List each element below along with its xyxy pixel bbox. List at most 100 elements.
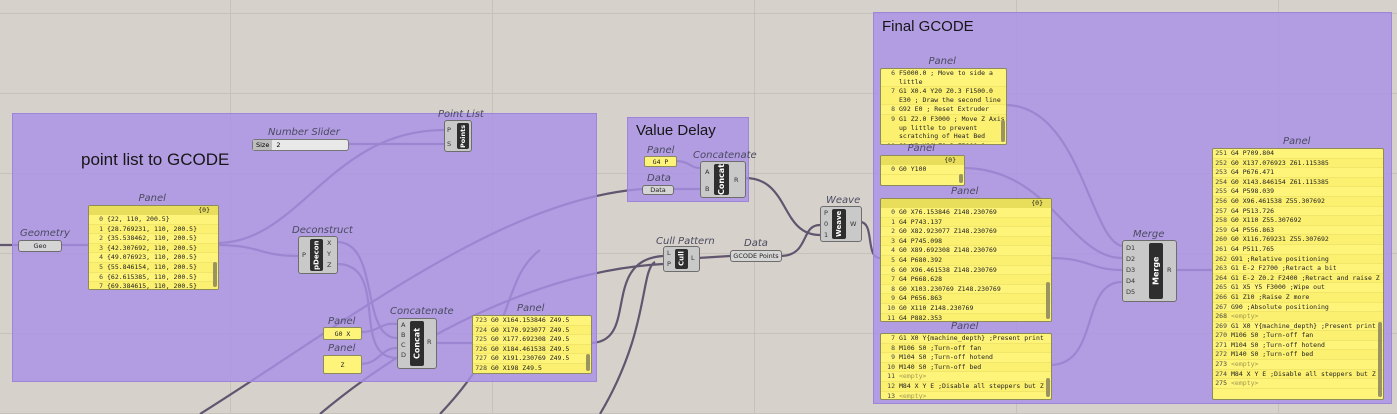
row-text: {28.769231, 110, 200.5}	[107, 224, 198, 233]
port-l-out[interactable]: L	[691, 254, 695, 262]
panel-row: 7{69.384615, 110, 200.5}	[89, 282, 218, 289]
number-slider[interactable]: Size 2	[252, 139, 349, 151]
row-index: 7	[891, 334, 895, 342]
row-text: G1 X0.4 Y20 Z0.3 F1500.0 E30 ; Draw the …	[899, 87, 1001, 104]
merge-component[interactable]: D1 D2 D3 D4 D5 Merge R	[1122, 240, 1177, 302]
panel-label: Panel	[328, 316, 356, 327]
panel-points[interactable]: {0}0{22, 110, 200.5}1{28.769231, 110, 20…	[88, 205, 219, 290]
concatenate-component[interactable]: A B Concat R	[700, 161, 746, 198]
port-x[interactable]: X	[327, 239, 332, 247]
port-d4[interactable]: D4	[1126, 277, 1136, 285]
panel-row: 9 G1 Z2.0 F3000 ; Move Z Axis up little t…	[881, 114, 1006, 142]
row-text: G1 Z2.0 F3000 ; Move Z Axis up little to…	[899, 114, 1005, 141]
row-text: G1 E-2 F2700 ;Retract a bit	[1231, 264, 1337, 273]
port-b[interactable]: B	[705, 185, 710, 193]
port-p[interactable]: P	[447, 126, 451, 134]
port-p[interactable]: P	[667, 260, 671, 268]
port-d1[interactable]: D1	[1126, 244, 1136, 252]
slider-name: Size	[253, 140, 273, 150]
geometry-text: Geo	[33, 242, 47, 250]
port-w[interactable]: W	[850, 220, 857, 228]
port-d3[interactable]: D3	[1126, 266, 1136, 274]
cull-pattern-component[interactable]: L P Cull L	[663, 246, 700, 272]
port-d2[interactable]: D2	[1126, 255, 1136, 263]
deconstruct-component[interactable]: P pDecon X Y Z	[298, 236, 338, 274]
row-index: 6	[99, 272, 103, 281]
row-index: 6	[891, 69, 895, 77]
point-list-component[interactable]: P S Points	[444, 120, 472, 152]
row-index: 2	[99, 234, 103, 243]
port-a[interactable]: A	[401, 321, 406, 329]
row-text: G4 P598.039	[1231, 187, 1275, 196]
geometry-param[interactable]: Geo	[18, 240, 62, 252]
port-1[interactable]: 1	[824, 231, 829, 239]
row-text: M84 X Y E ;Disable all steppers but Z	[899, 381, 1044, 390]
row-text: G0 X82.923077 Z148.230769	[899, 227, 997, 236]
data-label: Data	[744, 238, 768, 249]
row-index: 261	[1215, 244, 1227, 253]
row-text: G0 X89.692308 Z148.230769	[899, 246, 997, 255]
panel-scrollbar[interactable]	[586, 353, 590, 371]
panel-scrollbar[interactable]	[1001, 119, 1005, 142]
row-index: 12	[887, 381, 895, 390]
panel-g0x[interactable]: G0 X	[323, 327, 362, 340]
panel-g4p[interactable]: G4 P	[644, 156, 677, 167]
port-p[interactable]: P	[302, 251, 306, 259]
port-r[interactable]: R	[427, 338, 432, 346]
panel-z[interactable]: Z	[323, 355, 362, 374]
panel-scrollbar[interactable]	[213, 262, 217, 287]
row-text: G4 P511.765	[1231, 244, 1275, 253]
row-index: 9	[891, 353, 895, 362]
port-r[interactable]: R	[734, 176, 739, 184]
gcode-points-param[interactable]: GCODE Points	[730, 250, 782, 262]
row-index: 1	[99, 224, 103, 233]
port-z[interactable]: Z	[327, 261, 332, 269]
port-b[interactable]: B	[401, 331, 406, 339]
panel-row: 273<empty>	[1213, 360, 1383, 370]
slider-value[interactable]: 2	[276, 141, 281, 149]
port-d[interactable]: D	[401, 351, 407, 359]
port-l[interactable]: L	[667, 249, 671, 257]
row-text: {42.307692, 110, 200.5}	[107, 243, 198, 252]
panel-scrollbar[interactable]	[1046, 377, 1050, 397]
panel-scrollbar[interactable]	[1046, 282, 1050, 319]
port-p[interactable]: P	[824, 209, 828, 217]
port-0[interactable]: 0	[824, 220, 829, 228]
port-a[interactable]: A	[705, 168, 710, 176]
port-s[interactable]: S	[447, 140, 452, 148]
port-c[interactable]: C	[401, 341, 406, 349]
row-index: 9	[891, 114, 895, 123]
row-text: G4 P745.098	[899, 236, 943, 245]
port-y[interactable]: Y	[327, 250, 331, 258]
port-r[interactable]: R	[1167, 266, 1172, 274]
panel-scrollbar[interactable]	[959, 174, 963, 183]
concatenate-component[interactable]: A B C D Concat R	[397, 318, 437, 369]
row-text: G92 E0 ; Reset Extruder	[899, 105, 990, 114]
data-param[interactable]: Data	[642, 185, 674, 195]
weave-component[interactable]: P 0 1 Weave W	[820, 206, 862, 242]
panel-scrollbar[interactable]	[1378, 322, 1382, 397]
panel-text: G4 P	[652, 157, 669, 166]
port-d5[interactable]: D5	[1126, 288, 1136, 296]
component-core: Cull	[675, 249, 688, 269]
row-text: M140 S0 ;Turn-off bed	[899, 362, 982, 371]
row-text: G0 X110 Z148.230769	[899, 303, 974, 312]
merge-label: Merge	[1133, 229, 1165, 240]
row-text: G0 X137.076923 Z61.115385	[1231, 158, 1329, 167]
